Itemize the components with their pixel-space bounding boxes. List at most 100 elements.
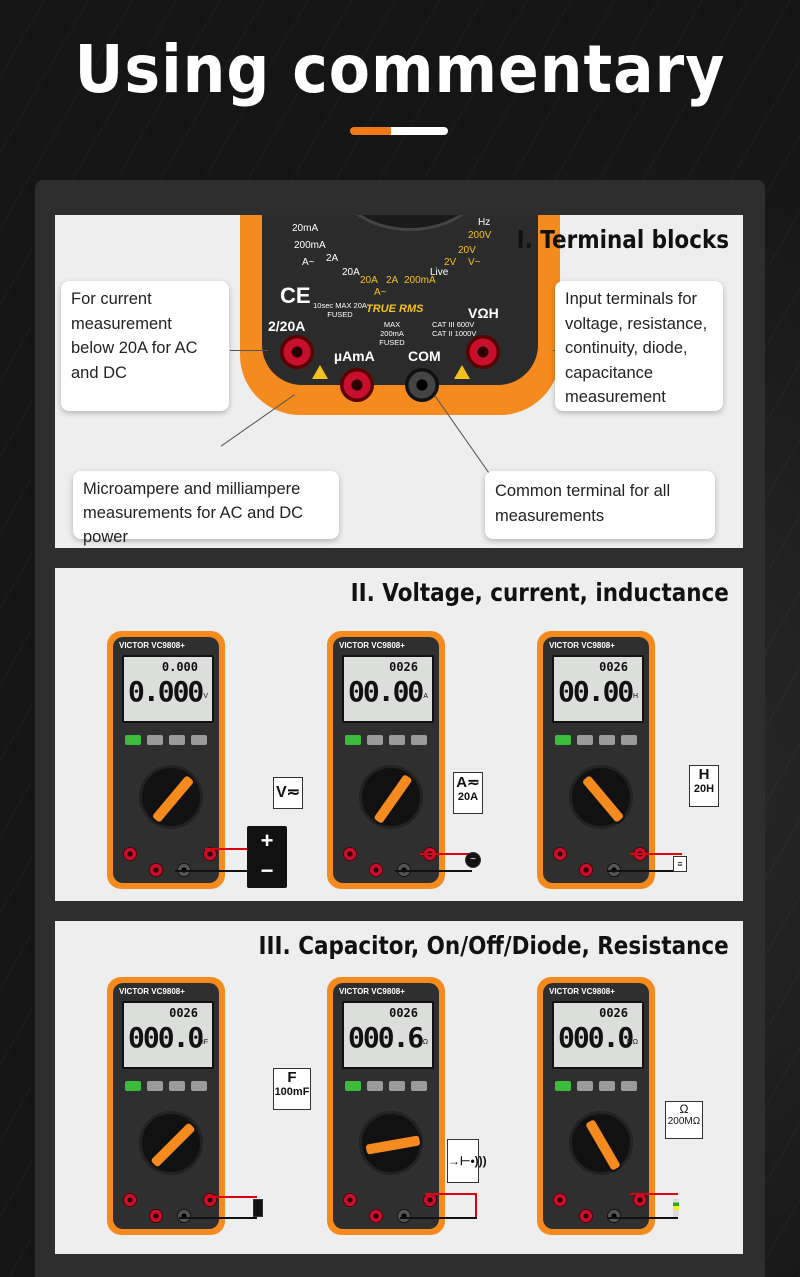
mode-indicator: F 100mF	[273, 1068, 311, 1110]
battery-minus: −	[260, 858, 274, 883]
section-title: I. Terminal blocks	[516, 225, 729, 254]
label-20a: 20A	[342, 267, 360, 278]
meter-face: VICTOR VC9808+ 0026 000.0 mF	[113, 983, 219, 1229]
callout-micro-milli: Microampere and milliampere measurements…	[73, 471, 339, 546]
hold-button	[147, 735, 163, 745]
multimeter: VICTOR VC9808+ 0026 000.0 MΩ	[537, 977, 655, 1235]
meter-face: VICTOR VC9808+ 0026 000.6 Ω	[333, 983, 439, 1229]
red-probe-wire	[425, 1193, 477, 1195]
power-button	[345, 735, 361, 745]
dial-pointer	[147, 1119, 199, 1171]
jack-ua-ma	[579, 1209, 593, 1223]
label-scale-200ma: 200mA	[404, 275, 436, 286]
callout-voltage-input: Input terminals for voltage, resistance,…	[555, 281, 723, 411]
rel-button	[411, 1081, 427, 1091]
hold-button	[577, 1081, 593, 1091]
lcd-unit: mF	[197, 1039, 208, 1046]
title-underline	[350, 127, 448, 135]
brand-label: VICTOR VC9808+	[119, 641, 185, 650]
section-voltage-current-inductance: II. Voltage, current, inductance VICTOR …	[55, 568, 743, 901]
jack-com	[607, 1209, 621, 1223]
hold-button	[147, 1081, 163, 1091]
multimeter-closeup: 20mA 200mA A~ 2A 20A 20A 2A 200mA A~ Liv…	[240, 215, 560, 415]
fused-20a-label: 10sec MAX 20A FUSED	[313, 301, 367, 319]
mode-range: 100mF	[274, 1086, 310, 1098]
label-2a: 2A	[326, 253, 339, 264]
brand-label: VICTOR VC9808+	[549, 987, 615, 996]
lcd-secondary: 0026	[389, 660, 418, 674]
jack-com	[405, 368, 439, 402]
black-probe-wire	[395, 870, 472, 872]
multimeter: VICTOR VC9808+ 0026 00.00 H	[537, 631, 655, 889]
warning-icon	[454, 365, 470, 379]
max-button	[169, 735, 185, 745]
jack-label-ua: µAmA	[334, 348, 375, 364]
leader-line	[230, 350, 268, 351]
meter-face: VICTOR VC9808+ 0026 000.0 MΩ	[543, 983, 649, 1229]
red-probe-wire	[420, 853, 472, 855]
black-probe-wire	[179, 1217, 257, 1219]
label-20ma: 20mA	[292, 223, 319, 234]
jack-voltage	[203, 847, 217, 861]
mode-range: 200MΩ	[667, 1116, 701, 1127]
lcd-display: 0026 000.6 Ω	[342, 1001, 434, 1069]
rotary-dial	[359, 765, 423, 829]
mode-range: 20A	[457, 791, 479, 803]
hold-button	[367, 735, 383, 745]
meter-face: VICTOR VC9808+ 0026 00.00 A	[333, 637, 439, 883]
mode-symbol: H	[698, 766, 710, 783]
black-probe-wire	[607, 870, 682, 872]
rotary-dial	[332, 215, 488, 231]
lcd-unit: MΩ	[626, 1039, 638, 1046]
warning-icon	[312, 365, 328, 379]
lcd-secondary: 0026	[169, 1006, 198, 1020]
lcd-secondary: 0.000	[161, 660, 198, 674]
power-button	[555, 735, 571, 745]
lcd-unit: Ω	[422, 1039, 428, 1046]
mode-indicator: A≂ 20A	[453, 772, 483, 814]
hold-button	[367, 1081, 383, 1091]
battery-plus: +	[260, 828, 274, 853]
true-rms-label: TRUE RMS	[366, 303, 424, 315]
lcd-primary: 000.0	[558, 1021, 634, 1054]
lcd-display: 0.000 0.000 V	[122, 655, 214, 723]
lcd-secondary: 0026	[389, 1006, 418, 1020]
jack-ua-ma	[369, 1209, 383, 1223]
lcd-display: 0026 00.00 A	[342, 655, 434, 723]
section-terminal-blocks: 20mA 200mA A~ 2A 20A 20A 2A 200mA A~ Liv…	[55, 215, 743, 548]
jack-ua-ma	[369, 863, 383, 877]
meter-face: VICTOR VC9808+ 0.000 0.000 V	[113, 637, 219, 883]
jack-voltage	[466, 335, 500, 369]
lcd-primary: 000.6	[348, 1021, 424, 1054]
cat-rating-label: CAT III 600V CAT II 1000V	[432, 320, 477, 338]
jack-ua-ma	[340, 368, 374, 402]
mode-indicator: H 20H	[689, 765, 719, 807]
rel-button	[621, 735, 637, 745]
lcd-primary: 00.00	[348, 675, 424, 708]
rotary-dial	[139, 1111, 203, 1175]
jack-ua-ma	[579, 863, 593, 877]
dial-pointer	[578, 772, 628, 826]
power-button	[555, 1081, 571, 1091]
label-a-ac: A~	[302, 257, 315, 268]
lcd-unit: V	[203, 693, 208, 700]
jack-voltage	[423, 1193, 437, 1207]
label-20v: 20V	[458, 245, 476, 256]
battery-icon: + −	[247, 826, 287, 888]
ac-source-icon: ~	[465, 852, 481, 868]
label-scale-2a: 2A	[386, 275, 399, 286]
multimeter: VICTOR VC9808+ 0026 00.00 A	[327, 631, 445, 889]
label-200v: 200V	[468, 230, 492, 241]
lcd-unit: H	[632, 693, 638, 700]
section-title: II. Voltage, current, inductance	[350, 578, 729, 607]
page-title: Using commentary	[74, 31, 726, 109]
brand-label: VICTOR VC9808+	[119, 987, 185, 996]
rotary-dial	[139, 765, 203, 829]
jack-20a	[343, 847, 357, 861]
jack-20a	[123, 1193, 137, 1207]
red-probe-wire	[630, 1193, 678, 1195]
max-button	[389, 735, 405, 745]
lcd-display: 0026 00.00 H	[552, 655, 644, 723]
rotary-dial	[569, 1111, 633, 1175]
meter-face: VICTOR VC9808+ 0026 00.00 H	[543, 637, 649, 883]
